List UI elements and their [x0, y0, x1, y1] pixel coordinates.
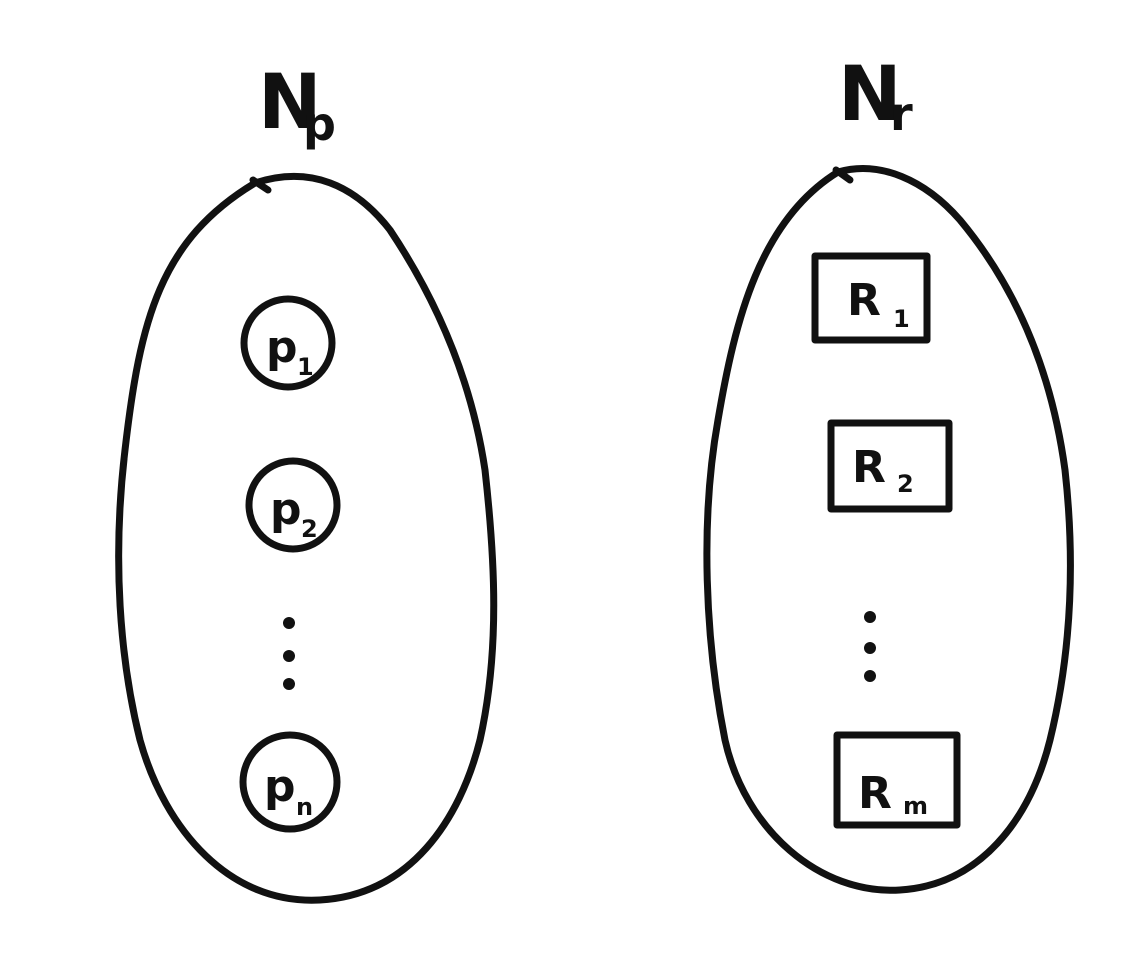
ellipsis-dot — [283, 617, 295, 629]
ellipsis-dot — [864, 611, 876, 623]
set-np-label-sub: p — [303, 97, 336, 151]
element-p2: p 2 — [245, 457, 341, 553]
element-rm: R m — [833, 731, 961, 829]
element-p2-label-sub: 2 — [301, 515, 318, 543]
element-rm-label-sub: m — [903, 792, 928, 820]
element-pn-shape — [239, 731, 341, 833]
ellipsis-dot — [864, 670, 876, 682]
element-rm-shape — [833, 731, 961, 829]
element-p1-shape — [240, 295, 336, 391]
element-p2-label-main: p — [270, 484, 302, 535]
ellipsis-dot — [283, 650, 295, 662]
element-r2-label-main: R — [852, 442, 886, 493]
element-r1-label-sub: 1 — [893, 305, 910, 333]
element-p2-shape — [245, 457, 341, 553]
element-p1-label-sub: 1 — [297, 353, 314, 381]
element-r1: R 1 — [811, 252, 931, 344]
element-pn-label-sub: n — [296, 793, 313, 821]
element-p1: p 1 — [240, 295, 336, 391]
element-rm-label-main: R — [858, 768, 892, 819]
set-np-boundary — [115, 172, 498, 904]
set-nr-label-main: N — [838, 49, 902, 138]
set-np-label-main: N — [258, 57, 322, 146]
element-pn-label-main: p — [264, 761, 296, 812]
ellipsis-dot — [864, 642, 876, 654]
set-nr-label-sub: r — [890, 87, 913, 141]
set-np: N p p 1 p 2 — [115, 57, 498, 904]
element-r1-label-main: R — [847, 275, 881, 326]
set-nr-boundary — [703, 165, 1074, 894]
set-nr: N r R 1 R 2 — [703, 49, 1074, 894]
element-pn: p n — [239, 731, 341, 833]
element-r2: R 2 — [827, 419, 953, 513]
element-r2-shape — [827, 419, 953, 513]
element-r1-shape — [811, 252, 931, 344]
element-p1-label-main: p — [266, 322, 298, 373]
set-np-ellipsis — [283, 617, 295, 690]
element-r2-label-sub: 2 — [897, 470, 914, 498]
set-nr-ellipsis — [864, 611, 876, 682]
set-nr-boundary-tick — [832, 166, 854, 184]
set-np-boundary-tick — [249, 176, 272, 194]
ellipsis-dot — [283, 678, 295, 690]
